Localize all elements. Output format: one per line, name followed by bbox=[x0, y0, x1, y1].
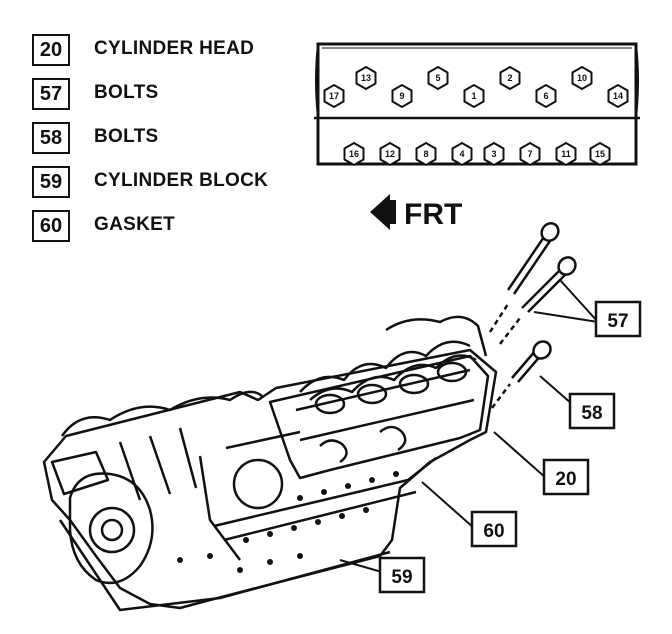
torque-bolt-marker bbox=[355, 65, 377, 91]
torque-bolt-marker bbox=[379, 141, 401, 167]
callout-57: 57 bbox=[594, 300, 642, 338]
legend-number: 57 bbox=[32, 78, 70, 110]
torque-sequence-number: 8 bbox=[423, 149, 428, 159]
legend-item: 60 GASKET bbox=[32, 210, 322, 244]
torque-sequence-number: 12 bbox=[385, 149, 395, 159]
torque-sequence-number: 16 bbox=[349, 149, 359, 159]
torque-bolt-marker bbox=[535, 83, 557, 109]
torque-bolt-marker bbox=[571, 65, 593, 91]
callout-58: 58 bbox=[568, 392, 616, 430]
torque-bolt-marker bbox=[323, 83, 345, 109]
legend-label: BOLTS bbox=[94, 126, 159, 147]
front-label: FRT bbox=[404, 198, 462, 231]
block-bolt-holes bbox=[177, 471, 399, 573]
torque-bolt-marker bbox=[589, 141, 611, 167]
torque-bolt-marker bbox=[427, 65, 449, 91]
legend-label: CYLINDER HEAD bbox=[94, 38, 255, 59]
callout-20: 20 bbox=[542, 458, 590, 496]
callout-60: 60 bbox=[470, 510, 518, 548]
torque-bolt-marker bbox=[499, 65, 521, 91]
torque-sequence-number: 10 bbox=[577, 73, 587, 83]
legend-label: CYLINDER BLOCK bbox=[94, 170, 269, 191]
torque-sequence-number: 14 bbox=[613, 91, 623, 101]
legend-number: 60 bbox=[32, 210, 70, 242]
torque-sequence-number: 4 bbox=[459, 149, 464, 159]
left-arrow-icon bbox=[370, 194, 390, 230]
front-direction-indicator: FRT bbox=[370, 194, 462, 231]
torque-sequence-number: 5 bbox=[435, 73, 440, 83]
torque-bolt-marker bbox=[555, 141, 577, 167]
torque-sequence-number: 1 bbox=[471, 91, 476, 101]
svg-text:59: 59 bbox=[391, 567, 412, 588]
legend-label: GASKET bbox=[94, 214, 175, 235]
torque-sequence-number: 15 bbox=[595, 149, 605, 159]
legend-number: 59 bbox=[32, 166, 70, 198]
torque-sequence-number: 3 bbox=[491, 149, 496, 159]
torque-sequence-top-row: 17 13 9 5 1 2 6 10 14 bbox=[323, 65, 629, 109]
svg-text:20: 20 bbox=[555, 469, 576, 490]
callout-leaders bbox=[339, 279, 599, 573]
torque-sequence-number: 6 bbox=[543, 91, 548, 101]
legend-number: 20 bbox=[32, 34, 70, 66]
torque-sequence-number: 9 bbox=[399, 91, 404, 101]
torque-sequence-bottom-row: 16 12 8 4 3 7 11 15 bbox=[343, 141, 611, 167]
legend-number: 58 bbox=[32, 122, 70, 154]
torque-bolt-marker bbox=[391, 83, 413, 109]
svg-text:60: 60 bbox=[483, 521, 504, 542]
legend-item: 58 BOLTS bbox=[32, 122, 322, 156]
head-bolts-57 bbox=[488, 222, 577, 345]
torque-sequence-number: 11 bbox=[561, 149, 571, 159]
legend-item: 20 CYLINDER HEAD bbox=[32, 34, 322, 68]
torque-bolt-marker bbox=[343, 141, 365, 167]
callout-59: 59 bbox=[378, 556, 426, 594]
svg-text:58: 58 bbox=[581, 403, 602, 424]
torque-sequence-number: 2 bbox=[507, 73, 512, 83]
legend-item: 57 BOLTS bbox=[32, 78, 322, 112]
torque-bolt-marker bbox=[607, 83, 629, 109]
torque-bolt-marker bbox=[483, 141, 505, 167]
engine-block-drawing bbox=[42, 315, 498, 612]
torque-sequence-number: 7 bbox=[527, 149, 532, 159]
head-bolt-58 bbox=[491, 340, 552, 409]
torque-sequence-number: 17 bbox=[329, 91, 339, 101]
torque-bolt-marker bbox=[519, 141, 541, 167]
torque-bolt-marker bbox=[463, 83, 485, 109]
torque-bolt-marker bbox=[451, 141, 473, 167]
legend-label: BOLTS bbox=[94, 82, 159, 103]
svg-text:57: 57 bbox=[607, 311, 628, 332]
torque-sequence-number: 13 bbox=[361, 73, 371, 83]
legend-item: 59 CYLINDER BLOCK bbox=[32, 166, 322, 200]
torque-bolt-marker bbox=[415, 141, 437, 167]
